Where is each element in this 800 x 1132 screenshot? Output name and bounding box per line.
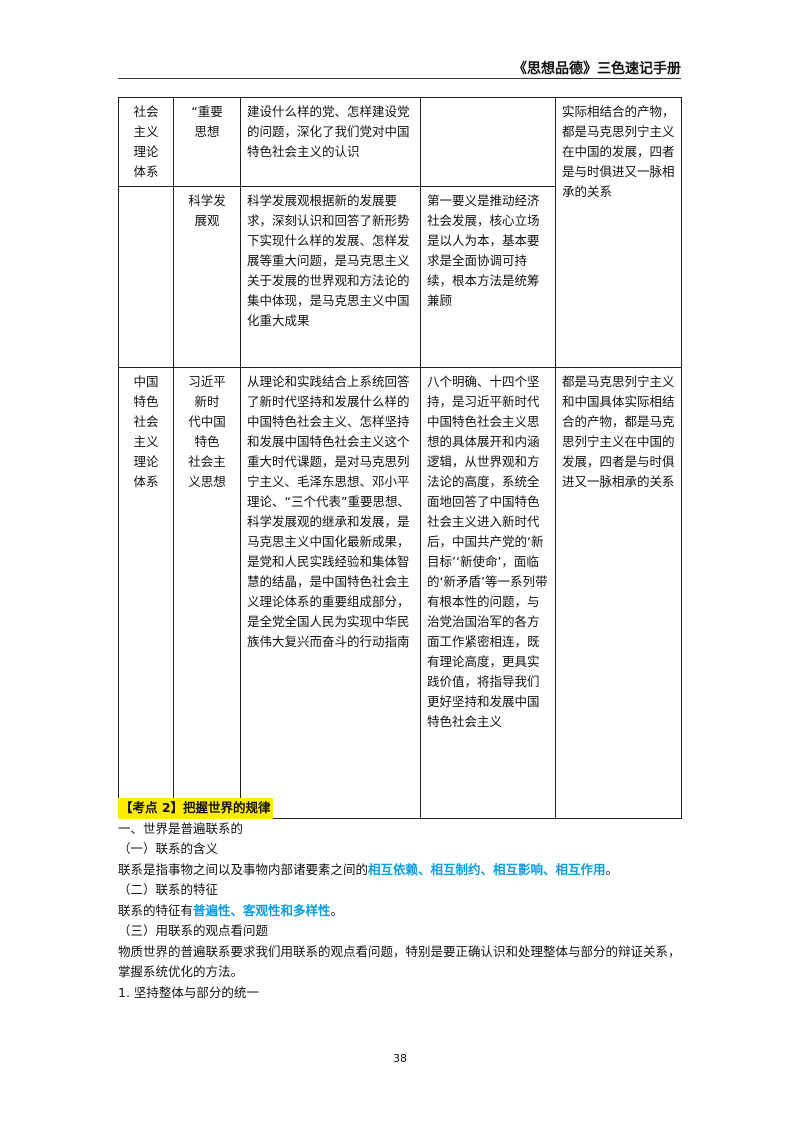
theory-table: 社会 主义 理论 体系 “重要 思想 建设什么样的党、怎样建设党的问题，深化了我… bbox=[118, 97, 682, 819]
content-cell: 建设什么样的党、怎样建设党的问题，深化了我们党对中国特色社会主义的认识 bbox=[240, 97, 421, 187]
relation-cell: 都是马克思列宁主义和中国具体实际相结合的产物，都是马克思列宁主义在中国的发展，四… bbox=[555, 367, 682, 819]
table-row: 社会 主义 理论 体系 “重要 思想 建设什么样的党、怎样建设党的问题，深化了我… bbox=[118, 97, 682, 368]
system-cell: 中国 特色 社会 主义 理论 体系 bbox=[118, 367, 174, 819]
subsection-heading: （一）联系的含义 bbox=[118, 841, 219, 856]
page-number: 38 bbox=[393, 1052, 407, 1065]
highlight-text: 相互依赖、相互制约、相互影响、相互作用 bbox=[368, 861, 606, 877]
paragraph: 1. 坚持整体与部分的统一 bbox=[118, 984, 259, 1000]
paragraph: 物质世界的普遍联系要求我们用联系的观点看问题，特别是要正确认识和处理整体与部分的… bbox=[118, 943, 681, 980]
header-title: 《思想品德》三色速记手册 bbox=[513, 61, 681, 77]
page-header: 《思想品德》三色速记手册 bbox=[118, 58, 681, 79]
subsection-heading: （二）联系的特征 bbox=[118, 882, 219, 897]
core-cell bbox=[420, 97, 556, 187]
content-cell: 科学发展观根据新的发展要求，深刻认识和回答了新形势下实现什么样的发展、怎样发展等… bbox=[240, 186, 421, 368]
table-row: 中国 特色 社会 主义 理论 体系 习近平 新时 代中国 特色 社会主 义思想 … bbox=[118, 367, 682, 819]
highlight-text: 普遍性、客观性和多样性 bbox=[193, 902, 331, 918]
relation-cell: 实际相结合的产物，都是马克思列宁主义在中国的发展，四者是与时俱进又一脉相承的关系 bbox=[555, 97, 682, 368]
system-cell: 社会 主义 理论 体系 bbox=[118, 97, 174, 187]
paragraph: 联系的特征有普遍性、客观性和多样性。 bbox=[118, 902, 344, 918]
thought-cell: 科学发 展观 bbox=[173, 186, 241, 368]
content-cell: 从理论和实践结合上系统回答了新时代坚持和发展什么样的中国特色社会主义、怎样坚持和… bbox=[240, 367, 421, 819]
thought-cell: “重要 思想 bbox=[173, 97, 241, 187]
table-row: 科学发 展观 科学发展观根据新的发展要求，深刻认识和回答了新形势下实现什么样的发… bbox=[118, 186, 682, 368]
core-cell: 第一要义是推动经济社会发展，核心立场是以人为本，基本要求是全面协调可持续，根本方… bbox=[420, 186, 556, 368]
thought-cell: 习近平 新时 代中国 特色 社会主 义思想 bbox=[173, 367, 241, 819]
system-cell-empty bbox=[118, 186, 174, 368]
paragraph: 联系是指事物之间以及事物内部诸要素之间的相互依赖、相互制约、相互影响、相互作用。 bbox=[118, 861, 619, 877]
body-text: 【考点 2】把握世界的规律 一、世界是普遍联系的 （一）联系的含义 联系是指事物… bbox=[118, 798, 683, 1003]
kaodian-heading: 【考点 2】把握世界的规律 bbox=[118, 798, 273, 819]
core-cell: 八个明确、十四个坚持，是习近平新时代中国特色社会主义思想的具体展开和内涵逻辑，从… bbox=[420, 367, 556, 819]
section-heading: 一、世界是普遍联系的 bbox=[118, 820, 244, 836]
subsection-heading: （三）用联系的观点看问题 bbox=[118, 923, 269, 938]
